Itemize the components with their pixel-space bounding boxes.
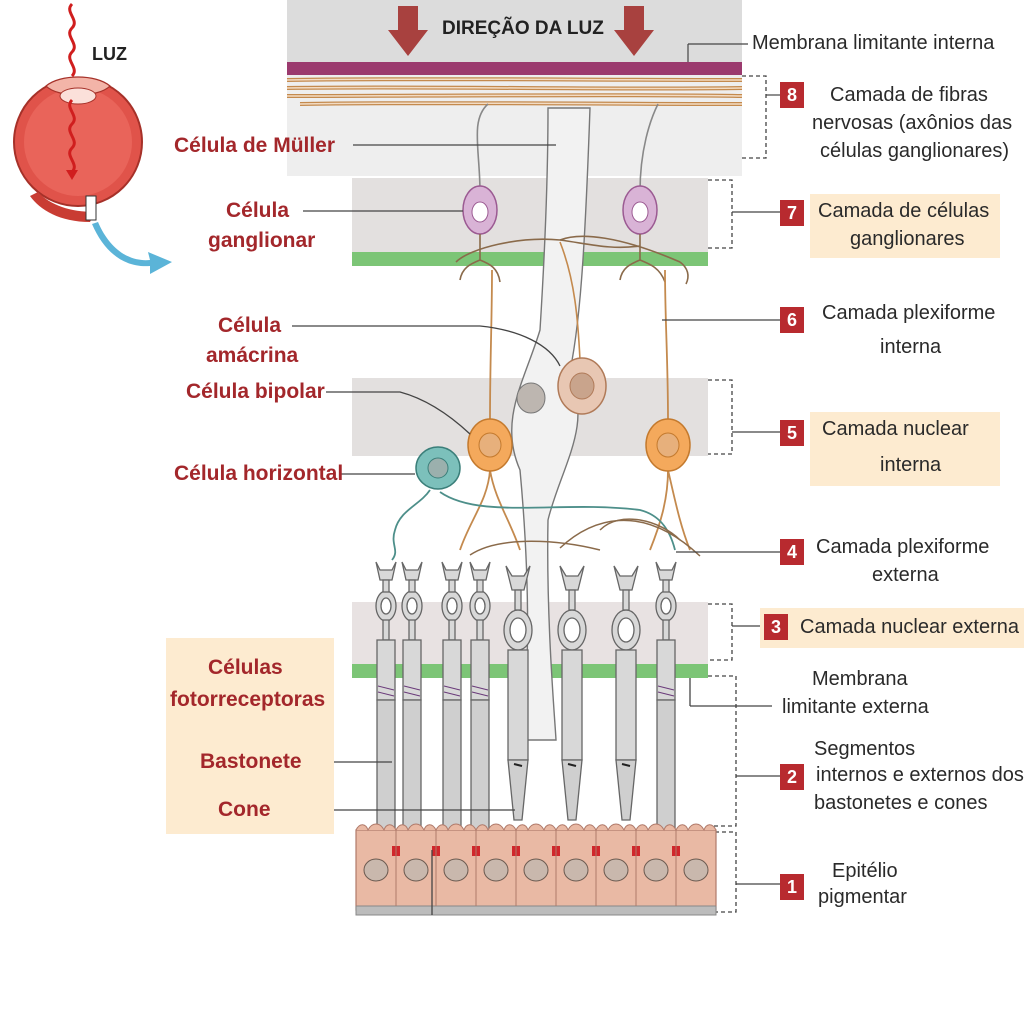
ganglionar-label-2: ganglionar <box>208 227 315 255</box>
rod-cell <box>442 562 462 830</box>
rod-cell <box>470 562 490 830</box>
layer-5-line-2: interna <box>880 452 941 478</box>
layer-8-line-1: Camada de fibras <box>830 82 988 108</box>
layer-brackets <box>708 76 766 912</box>
outer-plexiform-connections <box>470 519 700 556</box>
cone-label: Cone <box>218 796 271 824</box>
ganglion-cell <box>623 186 657 234</box>
eye-light-label: LUZ <box>92 44 127 65</box>
ganglionar-label-1: Célula <box>226 197 289 225</box>
layer-6-line-1: Camada plexiforme <box>822 300 995 326</box>
horizontal-label: Célula horizontal <box>174 460 343 488</box>
rod-cell <box>656 562 676 830</box>
layer-2-line-3: bastonetes e cones <box>814 790 987 816</box>
layer-3-line-1: Camada nuclear externa <box>800 614 1019 640</box>
membrana-interna-label: Membrana limitante interna <box>752 30 994 56</box>
layer-2-line-1: Segmentos <box>814 736 915 762</box>
nerve-fiber-band <box>287 66 742 176</box>
layer-8-line-3: células ganglionares) <box>820 138 1009 164</box>
inner-limiting-membrane <box>287 62 742 75</box>
membrana-externa-label-2: limitante externa <box>782 694 929 720</box>
layer-5-badge: 5 <box>780 420 804 446</box>
rod-cell <box>376 562 396 830</box>
layer-4-line-2: externa <box>872 562 939 588</box>
pigment-epithelium <box>356 824 716 915</box>
layer-2-line-2: internos e externos dos <box>816 762 1024 788</box>
layer-7-line-2: ganglionares <box>850 226 965 252</box>
layer-8-badge: 8 <box>780 82 804 108</box>
layer-5-line-1: Camada nuclear <box>822 416 969 442</box>
membrana-externa-label-1: Membrana <box>812 666 908 692</box>
muller-label: Célula de Müller <box>174 132 335 160</box>
bastonete-label: Bastonete <box>200 748 302 776</box>
ganglion-green-line <box>352 252 708 266</box>
zoom-arrow <box>92 222 172 274</box>
layer-1-line-1: Epitélio <box>832 858 898 884</box>
amacrina-label-1: Célula <box>218 312 281 340</box>
layer-6-badge: 6 <box>780 307 804 333</box>
layer-6-line-2: interna <box>880 334 941 360</box>
layer-4-line-1: Camada plexiforme <box>816 534 989 560</box>
layer-1-line-2: pigmentar <box>818 884 907 910</box>
bracket-connectors <box>732 95 780 884</box>
fotorreceptoras-label-2: fotorreceptoras <box>170 686 325 714</box>
amacrina-label-2: amácrina <box>206 342 298 370</box>
layer-7-line-1: Camada de células <box>818 198 989 224</box>
muller-nucleus <box>517 383 545 413</box>
rod-cell <box>402 562 422 830</box>
layer-1-badge: 1 <box>780 874 804 900</box>
layer-2-badge: 2 <box>780 764 804 790</box>
layer-3-badge: 3 <box>764 614 788 640</box>
ganglion-cell <box>463 186 497 234</box>
light-ray <box>70 4 75 76</box>
layer-7-badge: 7 <box>780 200 804 226</box>
light-direction-title: DIREÇÃO DA LUZ <box>442 18 604 40</box>
layer-4-badge: 4 <box>780 539 804 565</box>
layer-8-line-2: nervosas (axônios das <box>812 110 1012 136</box>
fotorreceptoras-label-1: Células <box>208 654 283 682</box>
bipolar-label: Célula bipolar <box>186 378 325 406</box>
